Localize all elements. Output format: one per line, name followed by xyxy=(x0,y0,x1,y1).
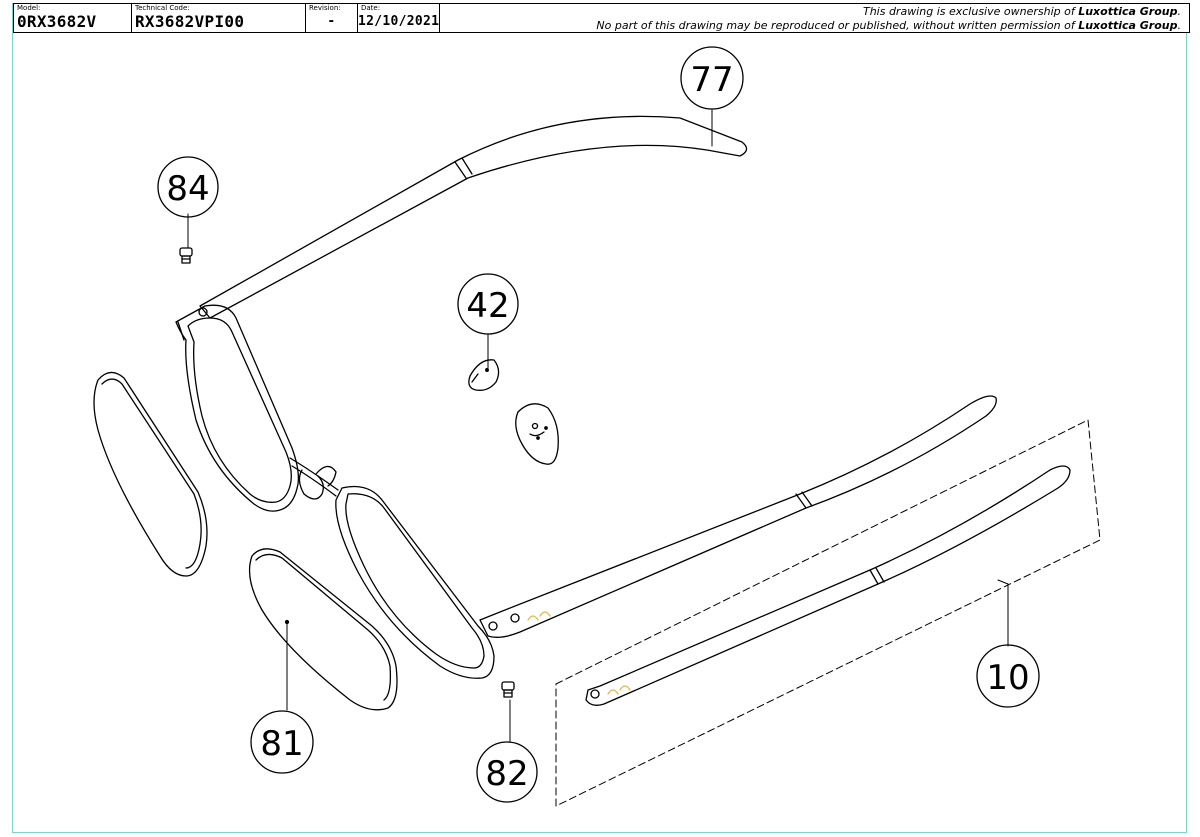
left-lens xyxy=(93,371,208,577)
callout-label-42: 42 xyxy=(466,286,509,326)
nose-pad-small xyxy=(468,359,500,391)
spare-temple xyxy=(585,465,1071,706)
model-value: 0RX3682V xyxy=(17,12,97,31)
callout-label-10: 10 xyxy=(986,658,1029,698)
callout-label-81: 81 xyxy=(260,724,303,764)
callout-circle-82 xyxy=(476,741,538,803)
right-lens xyxy=(248,548,398,711)
right-rim xyxy=(335,485,495,679)
bridge xyxy=(289,457,339,500)
spare-temple-box xyxy=(555,419,1101,807)
screw-82 xyxy=(501,681,515,698)
technical-code-label: Technical Code: xyxy=(135,4,190,12)
callout-circle-42 xyxy=(457,273,519,335)
left-rim xyxy=(175,304,300,512)
ownership-notice: This drawing is exclusive ownership of L… xyxy=(596,4,1181,33)
notice-brand-2: Luxottica Group xyxy=(1078,19,1178,32)
screw-84 xyxy=(179,247,193,264)
upper-temple xyxy=(199,115,748,319)
technical-code-value: RX3682VPI00 xyxy=(135,12,245,31)
revision-value: - xyxy=(327,14,336,29)
callout-label-77: 77 xyxy=(690,60,733,100)
date-label: Date: xyxy=(361,4,381,12)
technical-code-cell: Technical Code: RX3682VPI00 xyxy=(132,4,306,32)
model-label: Model: xyxy=(17,4,41,12)
model-cell: Model: 0RX3682V xyxy=(14,4,132,32)
notice-line-2: No part of this drawing may be reproduce… xyxy=(596,19,1181,32)
callout-circle-10 xyxy=(976,644,1040,708)
revision-cell: Revision: - xyxy=(306,4,358,32)
date-value: 12/10/2021 xyxy=(358,14,440,29)
leader-lines xyxy=(187,109,1009,743)
revision-label: Revision: xyxy=(309,4,341,12)
callout-label-82: 82 xyxy=(485,754,528,794)
callout-circle-84 xyxy=(157,156,219,218)
notice-line-1: This drawing is exclusive ownership of L… xyxy=(862,5,1181,18)
title-block: Model: 0RX3682V Technical Code: RX3682VP… xyxy=(13,3,1190,33)
callout-label-84: 84 xyxy=(166,169,209,209)
lower-temple xyxy=(479,395,997,638)
notice-brand-1: Luxottica Group xyxy=(1078,5,1178,18)
date-cell: Date: 12/10/2021 xyxy=(358,4,440,32)
nose-pad-large xyxy=(515,403,559,465)
ownership-notice-cell: This drawing is exclusive ownership of L… xyxy=(440,4,1189,32)
callout-circle-77 xyxy=(680,46,744,110)
callout-circle-81 xyxy=(250,710,314,774)
